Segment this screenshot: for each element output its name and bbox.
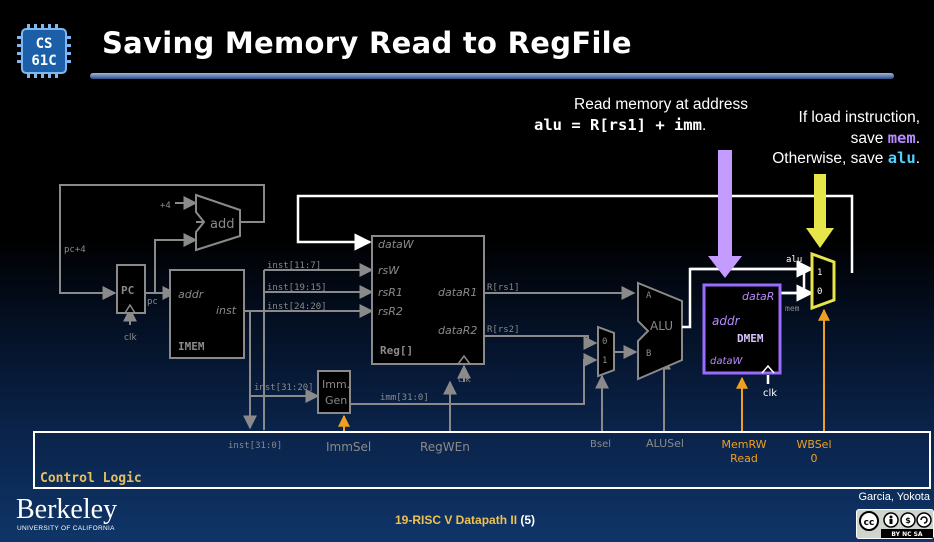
read-note-line1: Read memory at address: [574, 96, 749, 113]
dmem-datar-label: dataR: [742, 290, 774, 303]
immgen-line2: Gen: [325, 394, 347, 407]
page-title: Saving Memory Read to RegFile: [102, 26, 632, 60]
active-wires: [296, 194, 854, 384]
cs61c-logo: CS 61C: [17, 24, 71, 78]
load-note-save: save: [850, 130, 888, 147]
control-signals-active: [338, 308, 830, 431]
inst-11-7-label: inst[11:7]: [267, 261, 321, 271]
memrw-label: MemRW: [721, 438, 766, 451]
gray-blocks: [116, 193, 683, 414]
logo-line2: 61C: [31, 53, 56, 69]
alu-label: ALU: [650, 319, 673, 333]
load-note-line2: save mem.: [851, 129, 920, 148]
pc-out-label: pc: [147, 297, 158, 307]
imm-31-0-label: imm[31:0]: [380, 393, 429, 403]
cc-license-badge: cc $ BY NC SA: [856, 509, 934, 539]
authors: Garcia, Yokota: [858, 491, 930, 503]
reg-rsr1-label: rsR1: [378, 286, 403, 299]
dmem-clk-label: clk: [763, 388, 777, 399]
wb-mux: [810, 251, 836, 311]
slide-number: (5): [520, 513, 536, 527]
mem-in-label: mem: [785, 304, 800, 313]
load-note-end: .: [915, 130, 920, 147]
inst-31-0-label: inst[31:0]: [228, 441, 282, 451]
dmem-block: [702, 283, 782, 375]
dmem-label: DMEM: [737, 332, 764, 345]
gray-wires: [59, 184, 671, 431]
add-label: add: [210, 217, 234, 232]
pc-clk-label: clk: [124, 333, 137, 343]
pc-label: PC: [121, 284, 134, 297]
bsel-label: Bsel: [590, 439, 611, 450]
svg-text:$: $: [905, 516, 911, 525]
wbsel-value: 0: [811, 452, 818, 465]
berkeley-wordmark: Berkeley: [16, 494, 118, 525]
imem-addr-label: addr: [178, 288, 205, 301]
dmem-addr-label: addr: [712, 314, 741, 328]
immsel-label: ImmSel: [326, 440, 371, 454]
alusel-label: ALUSel: [646, 437, 684, 450]
inst-19-15-label: inst[19:15]: [267, 283, 327, 293]
reg-datar1-label: dataR1: [438, 286, 477, 299]
bmux-1-label: 1: [602, 356, 607, 366]
cc-icons: cc $ BY NC SA: [859, 511, 933, 538]
load-note-line1: If load instruction,: [798, 109, 920, 126]
plus4-label: +4: [160, 201, 171, 211]
regwen-label: RegWEn: [420, 440, 470, 454]
load-note-otherwise: Otherwise, save: [772, 150, 888, 167]
r-rs2-label: R[rs2]: [487, 325, 520, 335]
imem-label: IMEM: [178, 340, 205, 353]
logo-line1: CS: [36, 36, 53, 52]
load-note-line3: Otherwise, save alu.: [772, 149, 920, 168]
yellow-arrow: [806, 174, 834, 248]
reg-rsr2-label: rsR2: [378, 305, 403, 318]
reg-dataw-label: dataW: [378, 238, 415, 251]
cc-sub: BY NC SA: [891, 531, 923, 538]
read-note-end: .: [701, 117, 707, 134]
load-note-mem: mem: [887, 129, 916, 147]
r-rs1-label: R[rs1]: [487, 283, 520, 293]
control-logic-label: Control Logic: [40, 471, 142, 486]
title-underline: [90, 73, 894, 79]
pc4-label: pc+4: [64, 245, 86, 255]
read-note-line2: alu = R[rs1] + imm.: [534, 116, 706, 135]
wbsel-label: WBSel: [796, 438, 831, 451]
immgen-line1: Imm.: [322, 378, 350, 391]
wb-0-label: 0: [817, 287, 822, 297]
memrw-value: Read: [730, 452, 758, 465]
reg-rsw-label: rsW: [378, 264, 400, 277]
cc-text: cc: [864, 518, 875, 528]
load-note-end2: .: [915, 150, 920, 167]
imem-inst-label: inst: [216, 304, 237, 317]
read-note-code: alu = R[rs1] + imm: [534, 116, 702, 134]
load-note-alu: alu: [887, 149, 916, 167]
berkeley-sub: UNIVERSITY OF CALIFORNIA: [17, 525, 115, 532]
purple-arrow: [708, 150, 742, 278]
reg-datar2-label: dataR2: [438, 324, 477, 337]
lecture-title: 19-RISC V Datapath II: [395, 513, 521, 527]
alu-b-label: B: [646, 349, 651, 359]
wb-1-label: 1: [817, 268, 822, 278]
bmux-0-label: 0: [602, 337, 607, 347]
inst-24-20-label: inst[24:20]: [267, 302, 327, 312]
inst-31-20-label: inst[31:20]: [254, 383, 314, 393]
regfile-label: Reg[]: [380, 344, 413, 357]
alu-a-label: A: [646, 291, 652, 301]
lecture-footer: 19-RISC V Datapath II (5): [395, 513, 535, 527]
dmem-dataw-label: dataW: [710, 356, 744, 367]
control-logic-box: [33, 431, 931, 489]
alu-in-label: alu: [786, 255, 802, 265]
reg-clk-label: clk: [458, 375, 471, 385]
